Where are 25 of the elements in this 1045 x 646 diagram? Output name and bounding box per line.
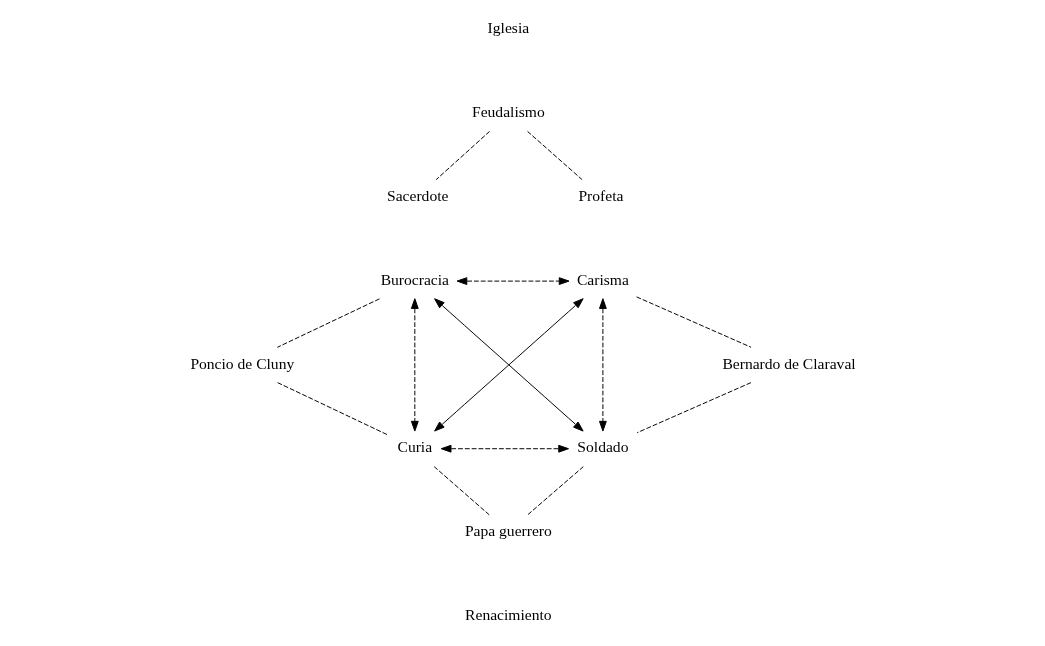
connector: [276, 298, 380, 348]
arrow: [410, 298, 419, 432]
connector: [527, 130, 583, 181]
node-text: Carisma: [576, 270, 629, 288]
node-text: Feudalismo: [472, 103, 545, 121]
arrow: [599, 298, 607, 432]
connector: [636, 382, 752, 434]
connector: [527, 466, 584, 516]
connector: [277, 382, 389, 436]
node-text: Sacerdote: [387, 186, 449, 204]
node-text: Soldado: [577, 438, 629, 456]
connector: [636, 296, 752, 348]
node-text: Poncio de Cluny: [190, 354, 295, 372]
node-text: Curia: [397, 438, 433, 456]
node-text: Papa guerrero: [464, 522, 552, 540]
node-text: Burocracia: [380, 270, 449, 288]
arrow: [456, 277, 570, 285]
node-text: Bernardo de Claraval: [722, 354, 856, 372]
arrow: [434, 298, 584, 432]
label: Renacimiento: [465, 606, 552, 624]
node-text: Profeta: [578, 186, 624, 204]
arrow: [440, 444, 569, 453]
connector: [433, 466, 490, 516]
connector: [435, 130, 491, 181]
label: Iglesia: [487, 19, 530, 37]
